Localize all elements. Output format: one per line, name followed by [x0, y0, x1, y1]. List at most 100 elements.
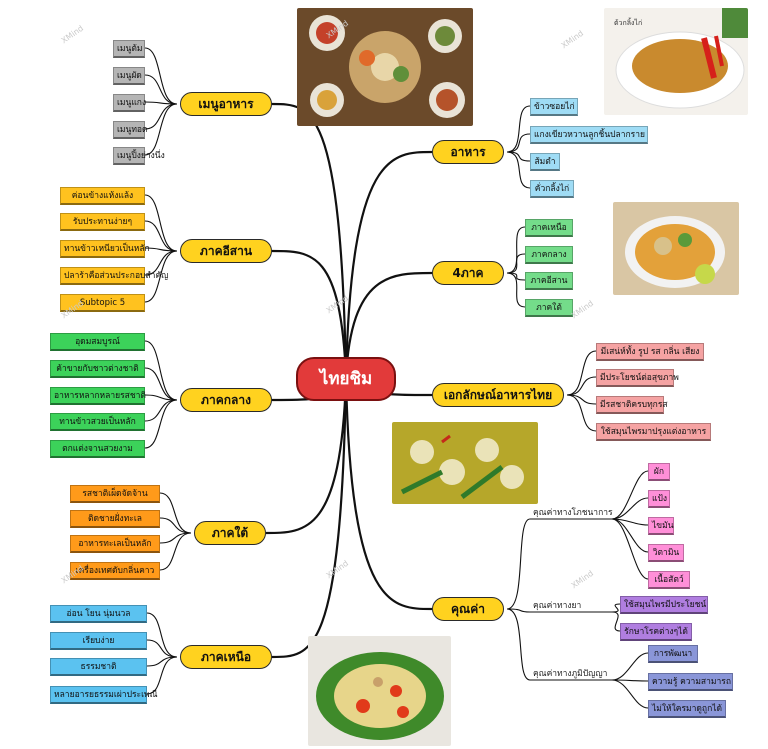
connector-line	[144, 250, 178, 303]
connector-line	[146, 639, 178, 658]
connector-line	[506, 272, 526, 308]
connector-line	[265, 377, 348, 535]
main-topic-value[interactable]: คุณค่า	[432, 597, 504, 621]
connector-line	[611, 603, 621, 613]
subtopic-north-3[interactable]: หลายอารยธรรมเผ่าประเพณี	[50, 686, 158, 704]
subtopic-isan-0[interactable]: ค่อนข้างแห้งแล้ง	[60, 187, 145, 205]
subtopic-menu-2[interactable]: เมนูแกง	[113, 94, 146, 112]
subtopic-menu-0[interactable]: เมนูต้ม	[113, 40, 145, 58]
connector-line	[611, 679, 649, 709]
photo-spread	[297, 8, 473, 126]
photo-caption: ต้วกลิ้งไก่	[614, 19, 643, 27]
subtopic-value-2-0[interactable]: การพัฒนา	[648, 645, 698, 663]
connector-line	[611, 652, 649, 681]
subtopic-south-2[interactable]: อาหารทะเลเป็นหลัก	[70, 535, 160, 553]
connector-line	[144, 367, 178, 401]
subtopic-north-1[interactable]: เรียบง่าย	[50, 632, 147, 650]
subtopic-south-1[interactable]: ติดชายฝั่งทะเล	[70, 510, 160, 528]
subtopic-identity-0[interactable]: มีเสน่ห์ทั้ง รูป รส กลิ่น เสียง	[596, 343, 704, 361]
connector-line	[344, 377, 433, 611]
connector-line	[566, 394, 597, 432]
connector-line	[506, 518, 612, 610]
connector-line	[271, 102, 348, 379]
connector-line	[144, 74, 178, 105]
subtopic-north-2[interactable]: ธรรมชาติ	[50, 658, 147, 676]
central-topic[interactable]: ไทยชิม	[296, 357, 396, 401]
main-topic-identity[interactable]: เอกลักษณ์อาหารไทย	[432, 383, 564, 407]
connector-line	[566, 376, 597, 396]
connector-line	[611, 470, 649, 520]
subtopic-value-2-2[interactable]: ไม่ให้ใครมาดูถูกได้	[648, 700, 726, 718]
subtopic-four-0[interactable]: ภาคเหนือ	[525, 219, 573, 237]
main-topic-central_region[interactable]: ภาคกลาง	[180, 388, 272, 412]
subtopic-south-3[interactable]: เครื่องเทศดับกลิ่นคาว	[70, 562, 160, 580]
subtopic-label-value-2[interactable]: คุณค่าทางภูมิปัญญา	[533, 669, 608, 679]
connector-line	[344, 271, 433, 379]
connector-line	[144, 399, 178, 422]
connector-line	[611, 518, 649, 580]
subtopic-value-2-1[interactable]: ความรู้ ความสามารถ	[648, 673, 733, 691]
main-topic-food[interactable]: อาหาร	[432, 140, 504, 164]
subtopic-central_region-4[interactable]: ตกแต่งจานสวยงาม	[50, 440, 145, 458]
subtopic-identity-1[interactable]: มีประโยชน์ต่อสุขภาพ	[596, 369, 679, 387]
photo-larb: ต้วกลิ้งไก่	[604, 8, 748, 115]
connector-line	[506, 105, 531, 153]
subtopic-label-value-1[interactable]: คุณค่าทางยา	[533, 601, 582, 611]
subtopic-value-0-3[interactable]: วิตามิน	[648, 544, 684, 562]
subtopic-food-3[interactable]: คั่วกลิ้งไก่	[530, 180, 574, 198]
connector-line	[271, 377, 348, 659]
subtopic-central_region-2[interactable]: อาหารหลากหลายรสชาติ	[50, 387, 146, 405]
subtopic-isan-1[interactable]: รับประทานง่ายๆ	[60, 213, 145, 231]
connector-line	[611, 611, 621, 632]
connector-line	[144, 103, 178, 156]
subtopic-north-0[interactable]: อ่อน โยน นุ่มนวล	[50, 605, 147, 623]
main-topic-north[interactable]: ภาคเหนือ	[180, 645, 272, 669]
connector-line	[506, 608, 612, 681]
connector-line	[344, 150, 433, 379]
connector-line	[271, 249, 348, 379]
connector-line	[144, 340, 178, 401]
connector-line	[144, 399, 178, 449]
connector-line	[159, 517, 192, 534]
connector-line	[506, 151, 531, 162]
connector-line	[506, 226, 526, 274]
main-topic-isan[interactable]: ภาคอีสาน	[180, 239, 272, 263]
subtopic-value-0-0[interactable]: ผัก	[648, 463, 670, 481]
subtopic-value-1-0[interactable]: ใช้สมุนไพรมีประโยชน์	[620, 596, 708, 614]
subtopic-menu-3[interactable]: เมนูทอด	[113, 121, 148, 139]
connector-line	[611, 497, 649, 520]
main-topic-south[interactable]: ภาคใต้	[194, 521, 266, 545]
subtopic-isan-4[interactable]: Subtopic 5	[60, 294, 145, 312]
subtopic-four-2[interactable]: ภาคอีสาน	[525, 272, 573, 290]
subtopic-value-1-1[interactable]: รักษาโรคต่างๆได้	[620, 623, 692, 641]
connector-line	[506, 151, 531, 189]
subtopic-central_region-0[interactable]: อุดมสมบูรณ์	[50, 333, 145, 351]
subtopic-food-1[interactable]: แกงเขียวหวานลูกชิ้นปลากราย	[530, 126, 648, 144]
subtopic-isan-2[interactable]: ทานข้าวเหนียวเป็นหลัก	[60, 240, 150, 258]
subtopic-menu-4[interactable]: เมนูปิ้งย่างนึ่ง	[113, 147, 165, 165]
subtopic-south-0[interactable]: รสชาติเผ็ดจัดจ้าน	[70, 485, 160, 503]
connector-line	[566, 394, 597, 405]
subtopic-food-0[interactable]: ข้าวซอยไก่	[530, 98, 578, 116]
subtopic-value-0-2[interactable]: ไขมัน	[648, 517, 674, 535]
connector-line	[159, 492, 192, 534]
connector-line	[506, 133, 531, 153]
connector-line	[506, 253, 526, 274]
subtopic-value-0-1[interactable]: แป้ง	[648, 490, 670, 508]
main-topic-menu[interactable]: เมนูอาหาร	[180, 92, 272, 116]
subtopic-value-0-4[interactable]: เนื้อสัตว์	[648, 571, 690, 589]
connector-line	[146, 612, 178, 658]
subtopic-food-2[interactable]: ส้มตำ	[530, 153, 560, 171]
subtopic-isan-3[interactable]: ปลาร้าคือส่วนประกอบสำคัญ	[60, 267, 168, 285]
subtopic-four-3[interactable]: ภาคใต้	[525, 299, 573, 317]
subtopic-four-1[interactable]: ภาคกลาง	[525, 246, 573, 264]
subtopic-central_region-3[interactable]: ทานข้าวสวยเป็นหลัก	[50, 413, 145, 431]
subtopic-identity-2[interactable]: มีรสชาติครบทุกรส	[596, 396, 668, 414]
subtopic-central_region-1[interactable]: ค้าขายกับชาวต่างชาติ	[50, 360, 145, 378]
connector-line	[144, 47, 178, 105]
main-topic-four[interactable]: 4ภาค	[432, 261, 504, 285]
subtopic-menu-1[interactable]: เมนูผัด	[113, 67, 145, 85]
subtopic-label-value-0[interactable]: คุณค่าทางโภชนาการ	[533, 508, 613, 518]
subtopic-identity-3[interactable]: ใช้สมุนไพรมาปรุงแต่งอาหาร	[596, 423, 711, 441]
photo-greencurry	[392, 422, 538, 504]
